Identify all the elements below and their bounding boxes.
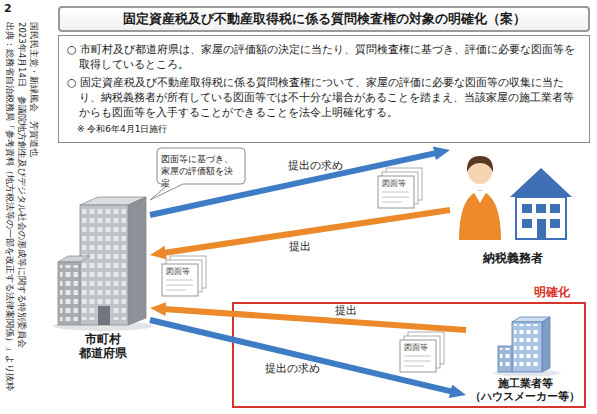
document-label: 図面等 [382,179,414,188]
bullet-text: ○ 固定資産税及び不動産取得税に係る質問検査権について、家屋の評価に必要な図面等… [67,75,581,120]
source-note: 国民民主党・新緑風会 芳賀道也 [28,22,39,157]
source-note: 2023年4月14日 参議院地方創生及びデジタル社会の形成等に関する特別委員会 [16,22,27,348]
taxpayer-label: 納税義務者 [483,251,543,265]
contractor-building-icon [542,317,550,372]
document-stack-shape [378,168,422,208]
taxpayer-person-icon [459,190,501,240]
contractor-label: 施工業者等 （ハウスメーカー等） [466,377,584,403]
document-label: 図面等 [166,267,198,276]
edge-label: 提出 [289,240,311,253]
title-box: 固定資産税及び不動産取得税に係る質問検査権の対象の明確化（案） [58,6,590,32]
title-text: 固定資産税及び不動産取得税に係る質問検査権の対象の明確化（案） [60,8,588,30]
contractor-building-icon [493,317,561,377]
document-label: 図面等 [404,343,436,352]
edge-label: 提出の求め [288,159,343,172]
office-building-icon [58,256,90,262]
page-number: 2 [4,3,12,15]
callout-bubble: 図面等に基づき、家屋の評価額を決定 [157,148,245,184]
callout-bubble-shape [150,148,245,200]
office-building: 市町村 都道府県 [55,195,150,360]
document-stack-shape [162,168,444,372]
taxpayer-person-icon [459,156,501,240]
house-icon [510,168,572,239]
flow-arrow [150,152,440,215]
office-building-icon [82,208,126,320]
edge-label: 提出 [335,303,357,316]
office-building-icon [80,205,128,325]
callout-bubble-shape [150,148,245,200]
contractor-building: 施工業者等 （ハウスメーカー等） [466,315,584,405]
office-building-icon [60,265,78,321]
house-icon [537,219,546,239]
building-label: 市町村 都道府県 [75,332,131,360]
office-building-icon [128,197,146,325]
document-stack: 図面等 [400,340,436,372]
house-icon [522,219,532,228]
bullet-text: ○ 市町村及び都道府県は、家屋の評価額の決定に当たり、質問検査権に基づき、評価に… [67,42,581,72]
house-icon [522,204,532,213]
flow-arrow [150,320,456,393]
taxpayer-figure: 納税義務者 [450,145,575,265]
house-icon [550,204,560,213]
summary-box: ○ 市町村及び都道府県は、家屋の評価額の決定に当たり、質問検査権に基づき、評価に… [58,35,590,143]
document-stack-shape [162,256,206,296]
edge-label: 提出の求め [265,361,320,374]
office-building-icon [58,262,80,325]
document-stack-shape [400,332,444,372]
house-icon [536,204,546,213]
document-stack: 図面等 [378,176,414,208]
house-icon [516,197,566,239]
group-heading: 明確化 [534,285,570,299]
source-note: 出典：総務省自治税務局「参考資料（地方税法等の一部を改正する法律案関係）」より抜… [4,22,15,391]
document-stack: 図面等 [162,264,198,296]
contractor-building-icon [498,346,512,372]
office-building-icon [53,197,153,331]
house-icon [510,168,572,197]
contractor-building-icon [514,324,540,368]
contractor-building-icon [500,348,510,369]
taxpayer-person-icon [473,191,487,203]
callout-text: 図面等に基づき、家屋の評価額を決定 [161,153,241,189]
taxpayer-person-icon [467,156,493,172]
office-building-icon [98,306,110,325]
house-icon [550,219,560,228]
clarified-group: 明確化図面等施工業者等 （ハウスメーカー等） [232,302,586,408]
note-text: ※ 令和6年4月1日施行 [67,123,581,135]
flow-arrow [160,210,450,254]
contractor-building-icon [512,322,542,372]
flow-arrow [160,309,466,330]
